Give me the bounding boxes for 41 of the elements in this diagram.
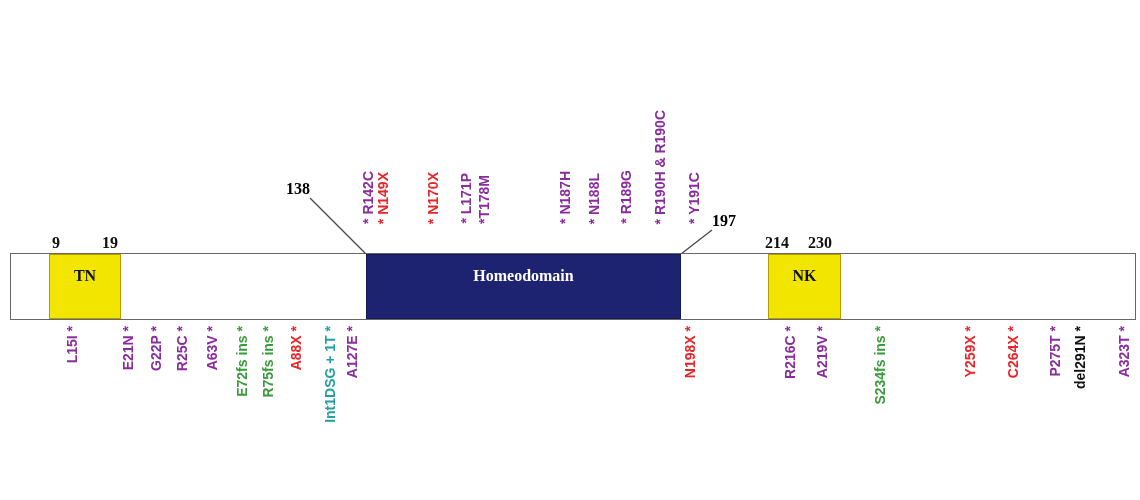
mutation-label: A88X * <box>288 326 304 371</box>
mutation-label: * N170X <box>425 171 441 224</box>
mutation-label: Y259X * <box>962 326 978 378</box>
mutation-label: * N187H <box>557 171 573 224</box>
mutation-label: G22P * <box>148 326 164 371</box>
position-number: 230 <box>808 234 832 252</box>
mutation-label: A219V * <box>814 326 830 379</box>
mutation-label: R25C * <box>174 326 190 372</box>
domain-box <box>366 254 681 319</box>
mutation-label: L15I * <box>64 326 80 364</box>
position-number: 197 <box>712 212 736 230</box>
leader-line <box>680 229 713 255</box>
mutation-label: C264X * <box>1005 326 1021 379</box>
mutation-label: E72fs ins * <box>234 326 250 397</box>
mutation-label: Int1DSG + 1T * <box>322 326 338 423</box>
domain-label: NK <box>791 266 818 285</box>
mutation-label: * Y191C <box>686 172 702 224</box>
domain-label: TN <box>72 266 98 285</box>
mutation-label: A323T * <box>1116 326 1132 378</box>
mutation-label: del291N * <box>1072 326 1088 390</box>
mutation-label: * N149X <box>375 171 391 224</box>
mutation-label: N198X * <box>682 326 698 379</box>
mutation-label: R216C * <box>782 326 798 379</box>
mutation-label: E21N * <box>120 326 136 371</box>
mutation-label: * R189G <box>618 170 634 224</box>
position-number: 214 <box>765 234 789 252</box>
position-number: 138 <box>286 180 310 198</box>
mutation-label: * R142C <box>360 171 376 224</box>
mutation-label: P275T * <box>1047 326 1063 377</box>
position-number: 19 <box>102 234 118 252</box>
mutation-label: A63V * <box>204 326 220 371</box>
mutation-label: * N188L <box>586 172 602 224</box>
mutation-label: *T178M <box>476 174 492 224</box>
domain-label: Homeodomain <box>472 266 575 285</box>
mutation-label: * L171P <box>458 173 474 224</box>
position-number: 9 <box>52 234 60 252</box>
mutation-label: R75fs ins * <box>260 326 276 398</box>
mutation-label: * R190H & R190C <box>652 109 668 224</box>
leader-line <box>309 197 367 255</box>
mutation-label: A127E * <box>344 326 360 379</box>
mutation-label: S234fs ins * <box>872 326 888 405</box>
